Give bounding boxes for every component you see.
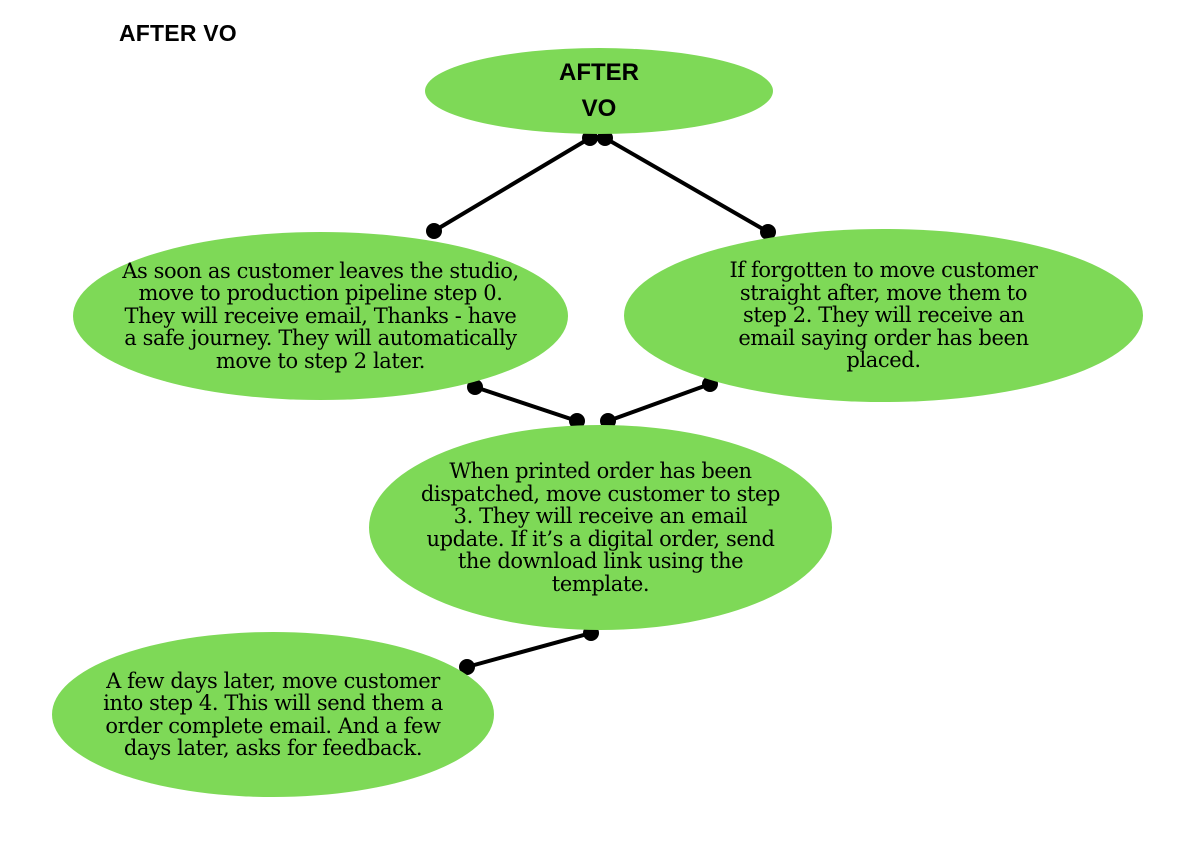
node-root: AFTER VO bbox=[425, 48, 773, 134]
node-step0-label: As soon as customer leaves the studio, m… bbox=[122, 258, 519, 373]
connector-root-step2 bbox=[603, 136, 770, 234]
page-title: AFTER VO bbox=[119, 20, 237, 46]
connector-step0-step3 bbox=[473, 385, 579, 423]
node-step0: As soon as customer leaves the studio, m… bbox=[73, 232, 568, 400]
node-step3-label: When printed order has been dispatched, … bbox=[420, 459, 781, 596]
connector-root-step0 bbox=[432, 136, 592, 233]
node-step4: A few days later, move customer into ste… bbox=[52, 632, 494, 797]
node-step2-label: If forgotten to move customer straight a… bbox=[729, 258, 1038, 373]
node-step2: If forgotten to move customer straight a… bbox=[624, 229, 1143, 402]
node-root-label: AFTER VO bbox=[559, 59, 639, 122]
node-step3: When printed order has been dispatched, … bbox=[369, 425, 832, 630]
connector-dot bbox=[426, 223, 442, 239]
connector-step2-step3 bbox=[606, 382, 712, 423]
connector-step3-step4 bbox=[465, 631, 593, 669]
node-step4-label: A few days later, move customer into ste… bbox=[103, 668, 443, 760]
